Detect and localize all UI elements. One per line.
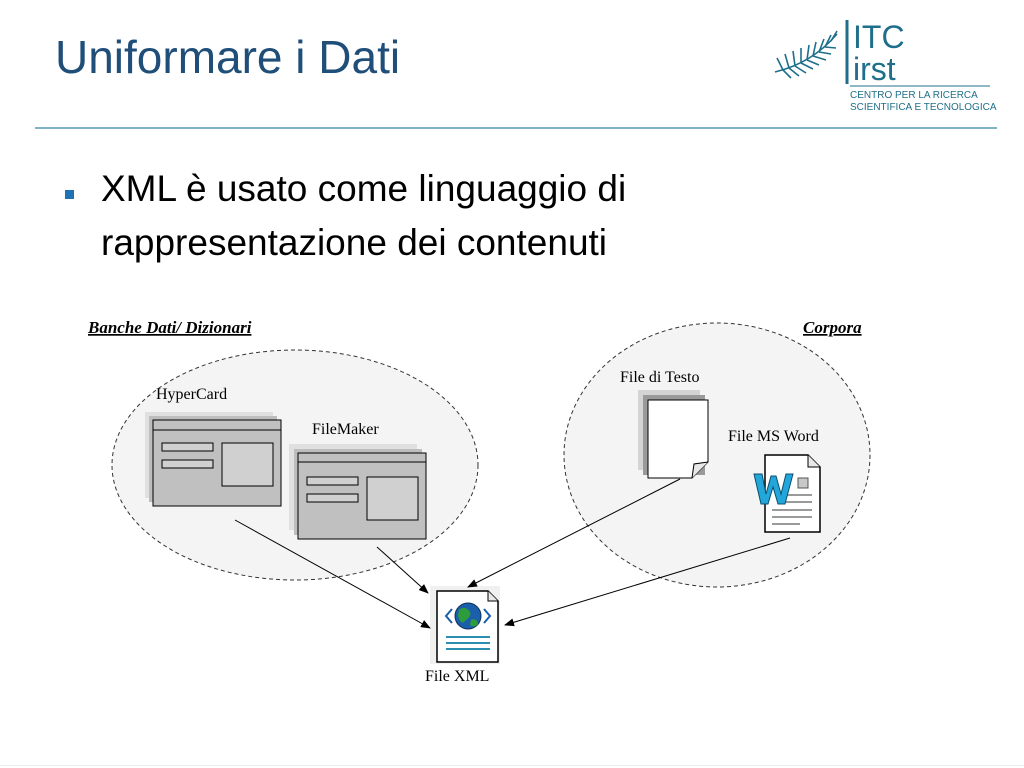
logo-caption-1: CENTRO PER LA RICERCA [850,90,978,101]
logo-line-1: ITC [853,19,905,55]
bullet-text-line-1: XML è usato come linguaggio di [101,168,627,209]
footer-divider [0,765,1024,766]
logo-caption-2: SCIENTIFICA E TECNOLOGICA [850,102,997,113]
filemaker-window-icon [289,444,427,540]
group-right-ellipse [563,322,871,588]
bullet-text-line-2: rappresentazione dei contenuti [101,222,608,263]
logo-line-2: irst [853,51,896,87]
arrow-hypercard-to-xml [234,519,431,629]
xml-file-label: File XML [425,668,489,685]
itc-irst-logo: ITC irst CENTRO PER LA RICERCA SCIENTIFI… [774,19,997,113]
text-file-label: File di Testo [620,369,699,386]
arrow-filemaker-to-xml [376,546,429,594]
hypercard-label: HyperCard [156,386,227,403]
arrow-textfile-to-xml [467,478,681,588]
header-divider [35,127,997,129]
group-right-label: Corpora [803,318,862,337]
word-file-document-icon [753,454,821,533]
arrow-wordfile-to-xml [504,537,791,627]
page-title: Uniformare i Dati [55,31,401,83]
olive-branch-icon [774,30,838,79]
xml-file-document-icon [430,586,500,664]
filemaker-label: FileMaker [312,421,379,438]
bullet-marker [65,190,74,199]
text-file-document-icon [638,390,709,479]
hypercard-window-icon [145,412,282,507]
group-left-label: Banche Dati/ Dizionari [87,318,252,337]
word-file-label: File MS Word [728,428,819,445]
